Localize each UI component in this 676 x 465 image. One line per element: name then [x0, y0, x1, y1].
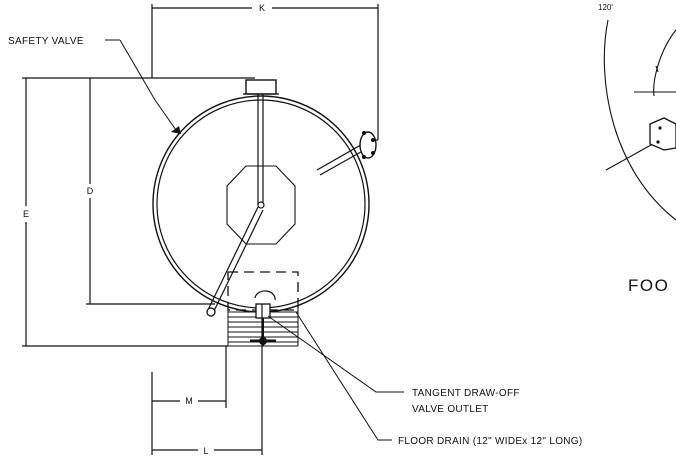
floor-drain-outline	[227, 271, 299, 311]
agitator-hub	[226, 165, 296, 245]
dimension-e-label: E	[23, 209, 29, 219]
dimension-m-label: M	[185, 396, 193, 406]
dimension-l-label: L	[203, 446, 208, 456]
agitator-shaft	[257, 94, 264, 205]
dimension-m: M	[151, 346, 227, 455]
tangent-leader	[267, 315, 404, 393]
draw-off-end-fitting	[206, 307, 216, 317]
floor-drain-leader	[295, 311, 392, 441]
draw-off-pipe	[206, 206, 264, 314]
tangent-label-line2: VALVE OUTLET	[412, 404, 489, 415]
safety-valve-label: SAFETY VALVE	[8, 36, 84, 47]
dimension-e: E	[22, 77, 255, 347]
footprint-title: FOO	[628, 276, 669, 295]
safety-valve	[105, 39, 181, 134]
shaft-center-point	[257, 201, 265, 209]
side-manway	[316, 131, 377, 176]
floor-drain-label: FLOOR DRAIN (12" WIDEx 12" LONG)	[398, 436, 583, 447]
tangent-outlet-valve	[250, 290, 276, 346]
dimension-d: D	[86, 78, 215, 305]
top-nozzle	[243, 79, 279, 95]
footprint-view	[603, 19, 676, 221]
angle-label: 120'	[598, 3, 613, 12]
dimension-k: K	[151, 3, 379, 140]
dimension-l: L	[152, 446, 262, 456]
dimension-d-label: D	[87, 186, 94, 196]
tangent-label-line1: TANGENT DRAW-OFF	[412, 388, 520, 399]
dimension-k-label: K	[259, 3, 265, 13]
